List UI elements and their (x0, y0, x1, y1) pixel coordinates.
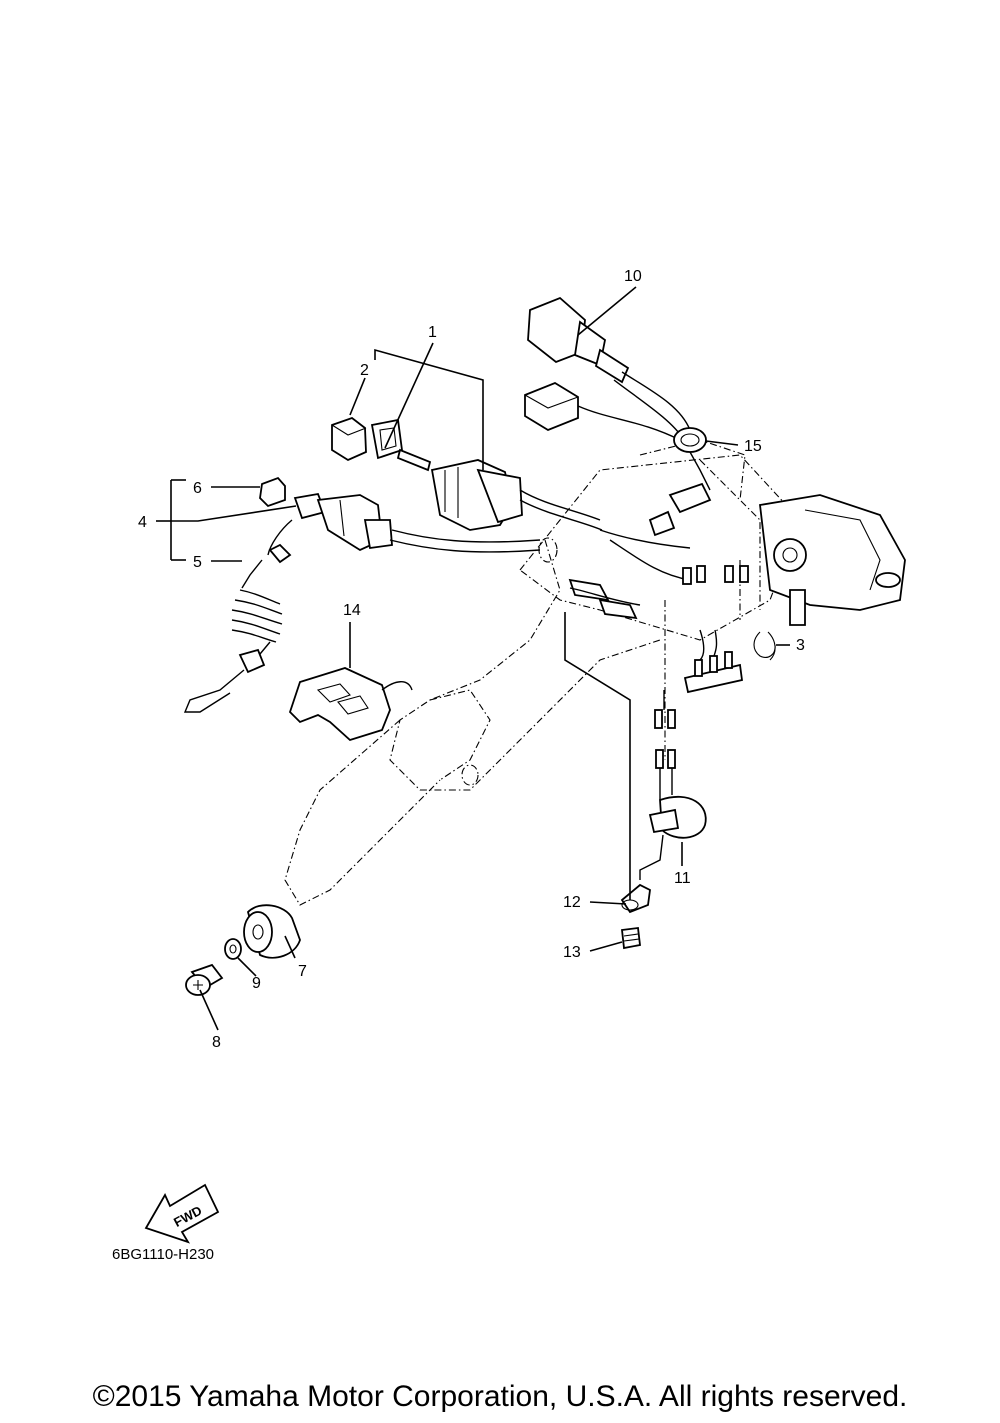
stop-switch-cap (259, 476, 286, 508)
main-harness-connector (527, 296, 691, 441)
wire-clip (753, 631, 776, 661)
grip-end (243, 904, 301, 959)
callout-10: 10 (624, 268, 642, 285)
buzzer-bracket (620, 883, 651, 914)
callout-3: 3 (796, 637, 805, 654)
main-switch (430, 459, 603, 531)
callout-15: 15 (744, 438, 762, 455)
leader-lines (156, 286, 790, 1031)
callout-11: 11 (674, 870, 691, 887)
washer (224, 938, 242, 960)
callout-12: 12 (563, 894, 581, 911)
lanyard-cord (183, 519, 293, 713)
wire-clamp (673, 427, 711, 491)
ignition-key (370, 418, 432, 472)
callout-1: 1 (428, 324, 437, 341)
callout-6: 6 (193, 480, 202, 497)
tiller-cover (288, 667, 413, 742)
warning-buzzer (639, 768, 707, 880)
fwd-arrow-icon: FWD (144, 1183, 220, 1244)
screw-8 (185, 963, 224, 996)
callout-14: 14 (343, 602, 361, 619)
bolt-13 (621, 926, 641, 950)
copyright-notice: ©2015 Yamaha Motor Corporation, U.S.A. A… (92, 1380, 908, 1413)
callout-13: 13 (563, 944, 581, 961)
switch-cap (331, 416, 367, 462)
callout-8: 8 (212, 1034, 221, 1051)
callout-numbers: 1 2 3 4 5 6 7 8 9 10 11 12 13 14 15 (138, 268, 805, 1051)
callout-9: 9 (252, 975, 261, 992)
callout-2: 2 (360, 362, 369, 379)
callout-5: 5 (193, 554, 202, 571)
connector-block (524, 381, 681, 441)
harness-connectors (568, 482, 749, 769)
callout-7: 7 (298, 963, 307, 980)
tiller-handle-outline (284, 439, 801, 906)
pivot-bracket (759, 494, 906, 626)
callout-4: 4 (138, 514, 147, 531)
diagram-code: 6BG1110-H230 (112, 1246, 215, 1263)
engine-stop-switch (293, 492, 541, 553)
